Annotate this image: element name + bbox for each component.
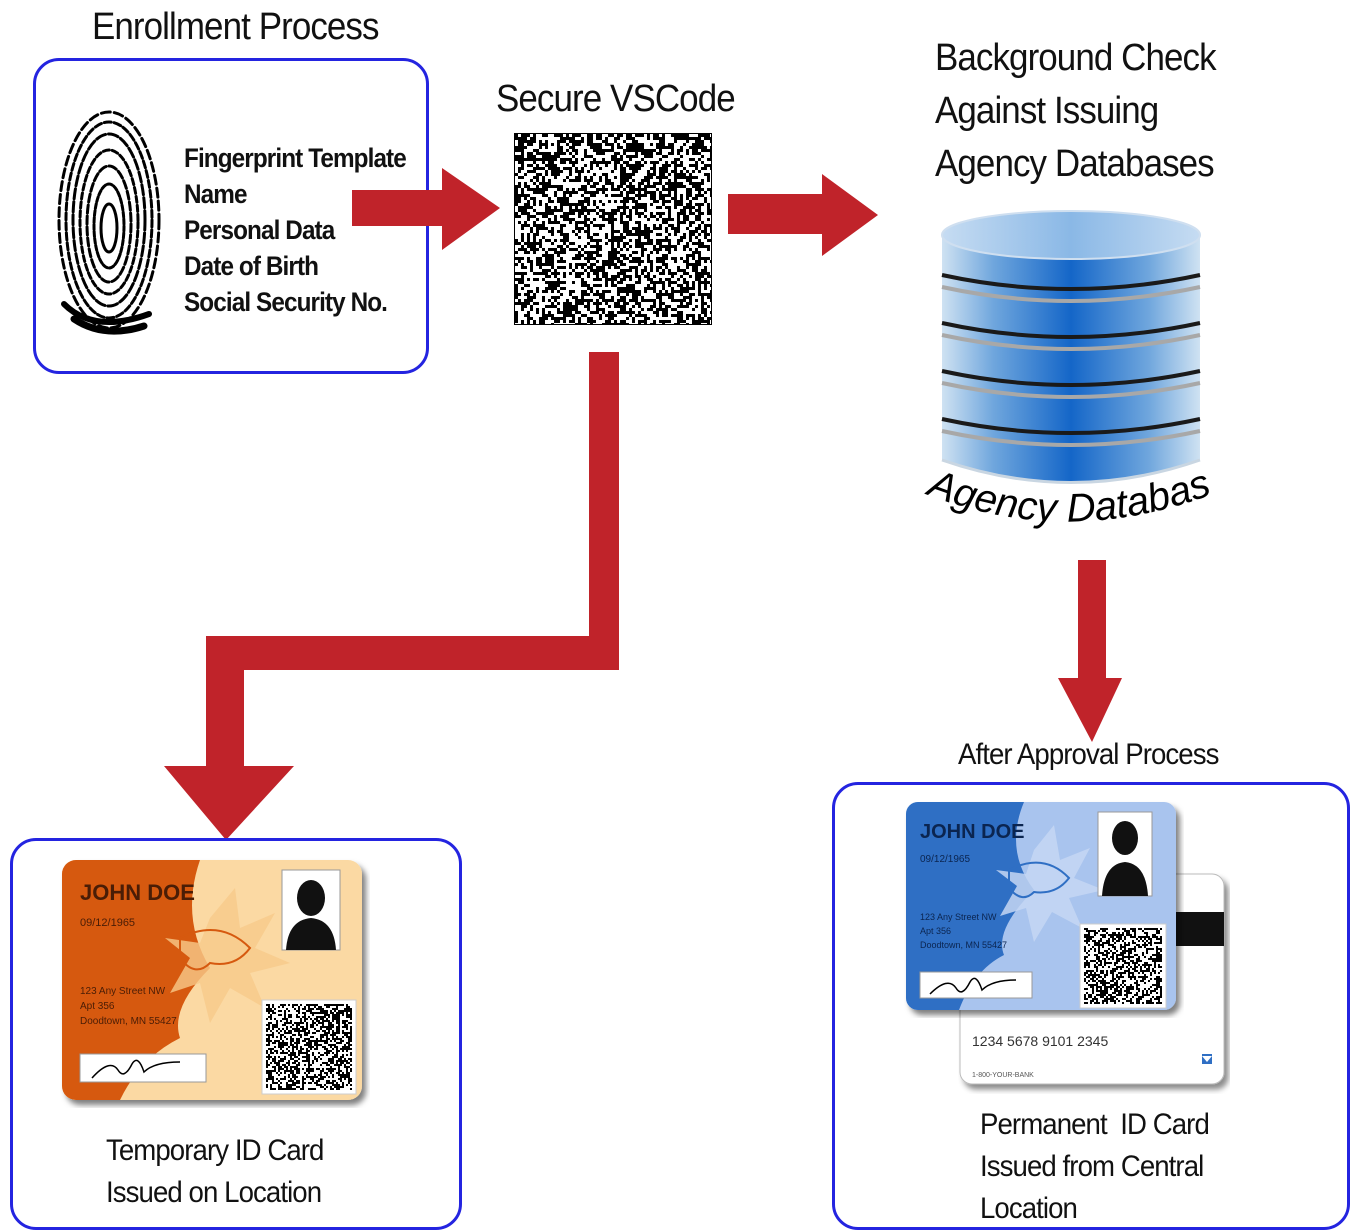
- temp-card-code: [266, 1004, 352, 1090]
- after-approval-label: After Approval Process: [958, 738, 1219, 771]
- enrollment-title: Enrollment Process: [92, 6, 379, 48]
- field-fingerprint-template: Fingerprint Template: [184, 143, 407, 173]
- perm-card-dob: 09/12/1965: [920, 854, 970, 865]
- arrow-enrollment-to-vscode: [352, 168, 500, 250]
- perm-card-address-line: Doodtown, MN 55427: [920, 940, 1007, 950]
- perm-card-back-phone: 1-800-YOUR-BANK: [972, 1072, 1034, 1079]
- permanent-card-caption: Permanent ID Card Issued from Central Lo…: [980, 1104, 1210, 1230]
- background-check-line: Background Check: [935, 37, 1217, 79]
- background-check-line: Agency Databases: [935, 143, 1215, 185]
- perm-card-name: JOHN DOE: [920, 821, 1024, 843]
- database-label-arc: Agency Database: [918, 470, 1216, 531]
- field-name: Name: [184, 179, 247, 209]
- temp-card-name: JOHN DOE: [80, 880, 195, 905]
- perm-card-code: [1084, 928, 1162, 1004]
- fingerprint-icon: [57, 110, 161, 335]
- vscode-pattern: [514, 133, 713, 326]
- background-check-line: Against Issuing: [935, 90, 1159, 132]
- perm-card-address-line: Apt 356: [920, 926, 951, 936]
- perm-caption-line: Permanent ID Card: [980, 1108, 1210, 1141]
- temp-card-dob: 09/12/1965: [80, 917, 135, 929]
- temp-caption-line: Issued on Location: [106, 1176, 322, 1209]
- arrow-vscode-to-database: [728, 174, 878, 256]
- temp-card-signature: [91, 1059, 181, 1079]
- perm-card-back-number: 1234 5678 9101 2345: [972, 1033, 1108, 1049]
- field-ssn: Social Security No.: [184, 287, 388, 317]
- field-personal-data: Personal Data: [184, 215, 335, 245]
- enrollment-fields: Fingerprint Template Name Personal Data …: [184, 140, 407, 320]
- arrow-vscode-to-temporary-card: [164, 352, 619, 840]
- temp-card-address-line: Apt 356: [80, 1001, 115, 1012]
- temporary-id-card: JOHN DOE 09/12/1965 123 Any Street NW Ap…: [62, 860, 362, 1100]
- permanent-id-card-front: JOHN DOE 09/12/1965 123 Any Street NW Ap…: [906, 802, 1176, 1010]
- perm-card-signature: [929, 977, 1017, 995]
- database-label: Agency Database: [918, 470, 1216, 531]
- background-check-title: Background Check Against Issuing Agency …: [935, 32, 1217, 191]
- temporary-card-caption: Temporary ID Card Issued on Location: [106, 1130, 324, 1214]
- perm-card-photo-icon: [1102, 821, 1148, 896]
- perm-card-address-line: 123 Any Street NW: [920, 912, 997, 922]
- field-date-of-birth: Date of Birth: [184, 251, 319, 281]
- perm-caption-line: Location: [980, 1192, 1078, 1225]
- database-cylinder-icon: [941, 210, 1201, 484]
- bank-logo-icon: [1202, 1054, 1212, 1064]
- temp-card-address-line: Doodtown, MN 55427: [80, 1016, 177, 1027]
- svg-text:Agency Database: Agency Database: [918, 470, 1216, 531]
- temp-card-photo-icon: [286, 880, 336, 950]
- temp-card-address-line: 123 Any Street NW: [80, 986, 166, 997]
- temp-caption-line: Temporary ID Card: [106, 1134, 324, 1167]
- vscode-title: Secure VSCode: [496, 78, 736, 120]
- perm-caption-line: Issued from Central: [980, 1150, 1204, 1183]
- arrow-database-to-permanent-card: [1058, 560, 1122, 742]
